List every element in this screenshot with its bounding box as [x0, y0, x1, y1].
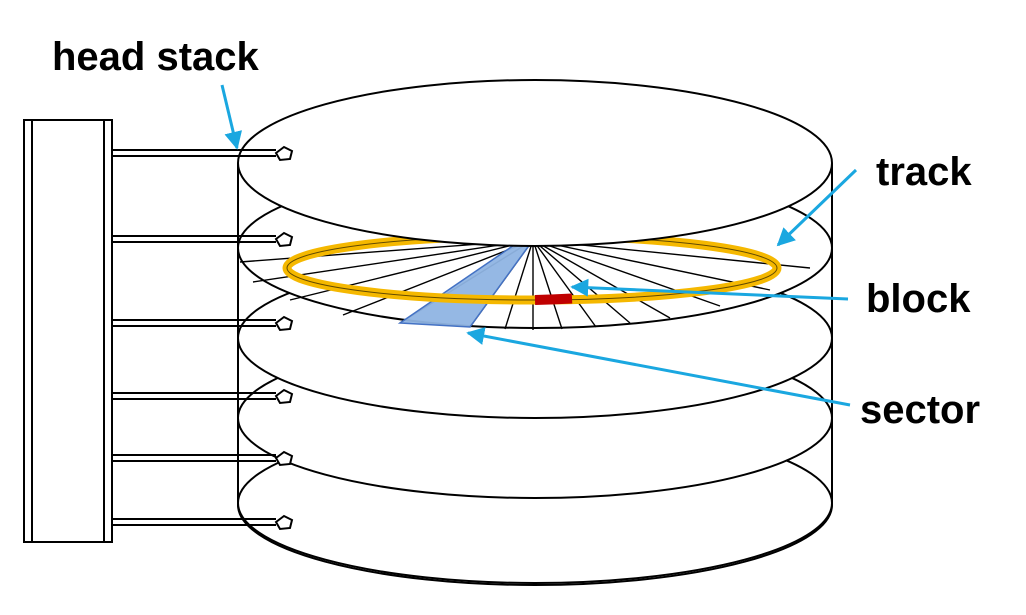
- sector-lines: [239, 239, 811, 330]
- head-arm-1: [112, 145, 294, 162]
- head-arm-3: [112, 315, 294, 332]
- read-write-head-icon: [274, 145, 294, 162]
- actuator-frame: [23, 119, 113, 543]
- track-arrow: [776, 168, 858, 247]
- platter-5-bottom-arc: [237, 504, 833, 586]
- track-label: track: [876, 150, 972, 194]
- read-write-head-icon: [274, 231, 294, 248]
- sector-arrow: [466, 327, 851, 407]
- callout-arrows: [220, 84, 858, 407]
- block-arrow: [570, 278, 849, 301]
- read-write-head-icon: [274, 514, 294, 531]
- head-arm-6: [112, 514, 294, 531]
- block-segment: [534, 293, 573, 305]
- head-arm-2: [112, 231, 294, 248]
- sector-label: sector: [860, 388, 980, 432]
- head-arm-4: [112, 388, 294, 405]
- read-write-head-icon: [274, 388, 294, 405]
- block-label: block: [866, 277, 971, 321]
- read-write-head-icon: [274, 315, 294, 332]
- head-stack-arrow: [220, 84, 243, 150]
- head-stack-label: head stack: [52, 35, 260, 79]
- head-arm-5: [112, 450, 294, 467]
- head-stack-assembly: [23, 119, 294, 543]
- platter-1: [237, 79, 833, 247]
- read-write-head-icon: [274, 450, 294, 467]
